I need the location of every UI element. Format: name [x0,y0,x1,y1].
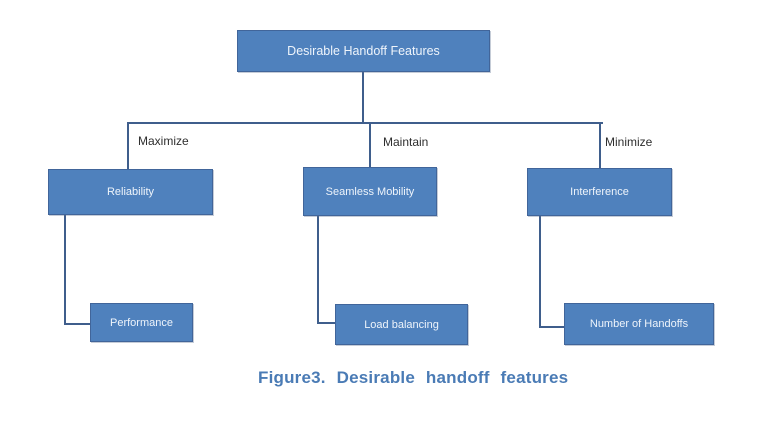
node-load-balancing: Load balancing [335,304,468,345]
node-label: Interference [570,186,629,198]
node-label: Reliability [106,186,155,198]
edge-label-maximize: Maximize [138,134,189,148]
connector-root-stem [362,72,364,124]
node-desirable-handoff-features: Desirable Handoff Features [237,30,490,72]
edge-label-maintain: Maintain [383,135,429,149]
connector-interference-elbow-v [539,215,541,328]
connector-seamless-elbow-v [317,215,319,324]
node-performance: Performance [90,303,193,342]
node-number-of-handoffs: Number of Handoffs [564,303,714,345]
node-label: Performance [110,316,173,329]
node-label: Seamless Mobility [325,185,415,198]
node-seamless-mobility: Seamless Mobility [303,167,437,216]
connector-branch-maintain [369,122,371,169]
node-label: Desirable Handoff Features [287,44,440,58]
connector-horizontal-bus [127,122,603,124]
node-interference: Interference [527,168,672,216]
connector-seamless-elbow-h [317,322,337,324]
connector-interference-elbow-h [539,326,566,328]
connector-branch-minimize [599,122,601,170]
node-reliability: Reliability [48,169,213,215]
edge-label-minimize: Minimize [605,135,653,149]
figure-caption: Figure3. Desirable handoff features [258,368,569,387]
connector-branch-maximize [127,122,129,171]
node-label: Load balancing [364,318,439,331]
connector-reliability-elbow-h [64,323,92,325]
connector-reliability-elbow-v [64,214,66,325]
node-label: Number of Handoffs [589,318,689,330]
